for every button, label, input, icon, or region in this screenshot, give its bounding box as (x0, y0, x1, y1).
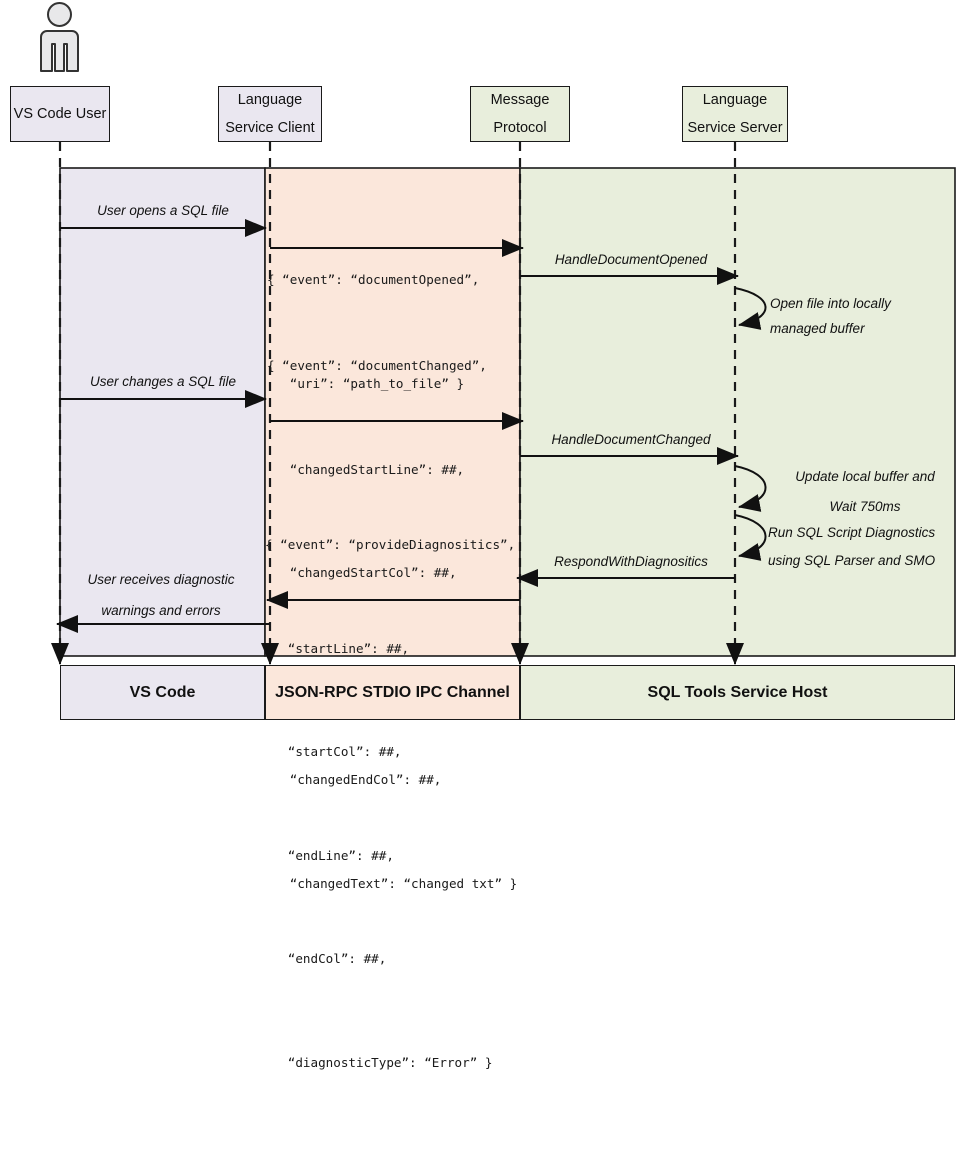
label-handle-document-opened: HandleDocumentOpened (554, 252, 708, 267)
participant-box-language-service-client[interactable]: Language Service Client (218, 86, 322, 142)
label-self-loop-update-buffer-line1: Update local buffer and (795, 469, 935, 484)
footer-label: SQL Tools Service Host (647, 683, 828, 701)
label-self-loop-run-diagnostics-line2: using SQL Parser and SMO (768, 553, 936, 568)
participant-box-vs-code-user[interactable]: VS Code User (10, 86, 110, 142)
label-self-loop-run-diagnostics-line1: Run SQL Script Diagnostics (768, 525, 936, 540)
self-loop-update-buffer-wait (734, 465, 767, 512)
participant-label-line2: Protocol (493, 120, 547, 136)
participant-box-language-service-server[interactable]: Language Service Server (682, 86, 788, 142)
label-user-opens-sql-file: User opens a SQL file (97, 203, 229, 218)
json-payload-document-opened: { “event”: “documentOpened”, “uri”: “pat… (267, 194, 479, 470)
band-vscode (59, 167, 266, 657)
json-line: { “event”: “documentChanged”, (267, 358, 487, 373)
label-self-loop-update-buffer-line2: Wait 750ms (829, 499, 901, 514)
json-line: { “event”: “documentOpened”, (267, 272, 480, 287)
actor-person-icon-layer (40, 2, 79, 72)
lifelines-and-arrows-layer (51, 142, 767, 665)
self-loop-open-file-into-buffer (734, 287, 767, 330)
json-line: “endLine”: ##, (265, 847, 394, 863)
label-user-changes-sql-file: User changes a SQL file (89, 374, 237, 389)
participant-label-line2: Service Client (225, 120, 315, 136)
participant-label-line1: VS Code User (13, 105, 107, 122)
json-line: “startCol”: ##, (265, 744, 402, 759)
json-line: “diagnosticType”: “Error” } (265, 1054, 493, 1070)
participant-label-line1: Message (490, 91, 550, 108)
participant-box-message-protocol[interactable]: Message Protocol (470, 86, 570, 142)
label-user-receives-diagnostics-line2: warnings and errors (101, 603, 221, 618)
json-line: “changedStartCol”: ##, (267, 565, 457, 580)
participant-label-line2: Service Server (687, 120, 783, 136)
band-ipc-channel (264, 167, 521, 657)
footer-segment-sql-tools-service-host: SQL Tools Service Host (520, 665, 955, 720)
footer-segment-vs-code: VS Code (60, 665, 265, 720)
json-line: “uri”: “path_to_file” } (267, 375, 465, 391)
label-user-receives-diagnostics-line1: User receives diagnostic (87, 572, 235, 587)
label-self-loop-open-file-line2: managed buffer (770, 321, 865, 336)
json-payload-provide-diagnositics: { “event”: “provideDiagnositics”, “start… (265, 459, 515, 1149)
json-line: “endCol”: ##, (265, 951, 387, 966)
label-handle-document-changed: HandleDocumentChanged (551, 432, 711, 447)
footer-segment-json-rpc-stdio-ipc-channel: JSON-RPC STDIO IPC Channel (265, 665, 520, 720)
footer-label: JSON-RPC STDIO IPC Channel (275, 683, 510, 701)
label-self-loop-open-file-line1: Open file into locally (770, 296, 891, 311)
footer-label: VS Code (129, 683, 196, 701)
background-bands-layer (59, 167, 956, 657)
json-line: “changedStartLine”: ##, (267, 461, 465, 477)
sequence-diagram: VS Code User Language Service Client Mes… (10, 2, 956, 1070)
self-loop-run-sql-script-diagnostics (734, 514, 767, 561)
participant-label-line1: Language (702, 91, 768, 108)
person-icon (40, 2, 79, 72)
json-line: { “event”: “provideDiagnositics”, (265, 537, 516, 552)
json-line: “startLine”: ##, (265, 640, 410, 656)
participant-label-line1: Language (237, 91, 303, 108)
band-service-host (519, 167, 956, 657)
label-respond-with-diagnositics: RespondWithDiagnositics (554, 554, 708, 569)
